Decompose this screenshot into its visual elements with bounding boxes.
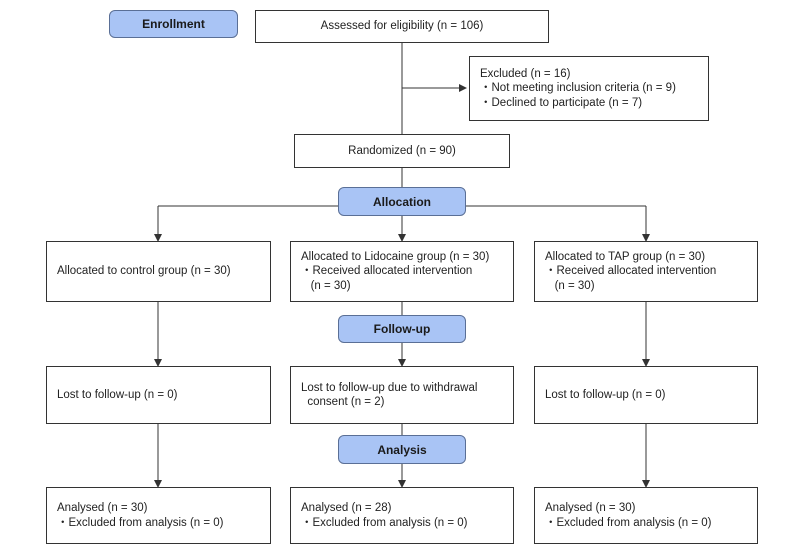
tap-followup-line: Lost to follow-up (n = 0) (545, 388, 666, 401)
tap-allocated-line: Allocated to TAP group (n = 30) (545, 250, 706, 263)
control-followup-line: Lost to follow-up (n = 0) (57, 388, 178, 401)
tap-analysed-box: Analysed (n = 30) ・Excluded from analysi… (534, 487, 758, 544)
excluded-item: ・Declined to participate (n = 7) (480, 96, 643, 109)
tap-analysed-line: ・Excluded from analysis (n = 0) (545, 516, 712, 529)
stage-enrollment: Enrollment (109, 10, 238, 38)
lidocaine-followup-box: Lost to follow-up due to withdrawal cons… (290, 366, 514, 424)
stage-allocation: Allocation (338, 187, 466, 216)
assessed-text: Assessed for eligibility (n = 106) (320, 20, 484, 33)
excluded-title: Excluded (n = 16) (480, 67, 571, 80)
stage-allocation-label: Allocation (372, 194, 431, 209)
lidocaine-analysed-line: ・Excluded from analysis (n = 0) (301, 516, 468, 529)
control-allocated-box: Allocated to control group (n = 30) (46, 241, 271, 302)
excluded-box: Excluded (n = 16) ・Not meeting inclusion… (469, 56, 709, 121)
lidocaine-analysed-box: Analysed (n = 28) ・Excluded from analysi… (290, 487, 514, 544)
tap-analysed-line: Analysed (n = 30) (545, 502, 636, 514)
control-analysed-box: Analysed (n = 30) ・Excluded from analysi… (46, 487, 271, 544)
randomized-text: Randomized (n = 90) (348, 144, 456, 157)
lidocaine-allocated-line: (n = 30) (301, 279, 351, 292)
tap-allocated-line: ・Received allocated intervention (545, 265, 717, 278)
lidocaine-analysed-line: Analysed (n = 28) (301, 502, 392, 514)
control-followup-box: Lost to follow-up (n = 0) (46, 366, 271, 424)
stage-follow-up-label: Follow-up (373, 322, 431, 336)
stage-follow-up: Follow-up (338, 315, 466, 343)
lidocaine-allocated-box: Allocated to Lidocaine group (n = 30) ・R… (290, 241, 514, 302)
control-analysed-line: ・Excluded from analysis (n = 0) (57, 516, 224, 529)
excluded-item: ・Not meeting inclusion criteria (n = 9) (480, 82, 676, 95)
lidocaine-allocated-line: ・Received allocated intervention (301, 265, 473, 278)
lidocaine-allocated-line: Allocated to Lidocaine group (n = 30) (301, 250, 490, 263)
stage-analysis: Analysis (338, 435, 466, 464)
lidocaine-followup-line: consent (n = 2) (301, 396, 385, 408)
stage-analysis-label: Analysis (377, 442, 427, 457)
lidocaine-followup-line: Lost to follow-up due to withdrawal (301, 381, 478, 394)
tap-allocated-line: (n = 30) (545, 279, 595, 292)
tap-followup-box: Lost to follow-up (n = 0) (534, 366, 758, 424)
randomized-box: Randomized (n = 90) (294, 134, 510, 168)
control-allocated-line: Allocated to control group (n = 30) (57, 265, 231, 278)
stage-enrollment-label: Enrollment (142, 17, 205, 31)
control-analysed-line: Analysed (n = 30) (57, 502, 148, 514)
tap-allocated-box: Allocated to TAP group (n = 30) ・Receive… (534, 241, 758, 302)
assessed-box: Assessed for eligibility (n = 106) (255, 10, 549, 43)
